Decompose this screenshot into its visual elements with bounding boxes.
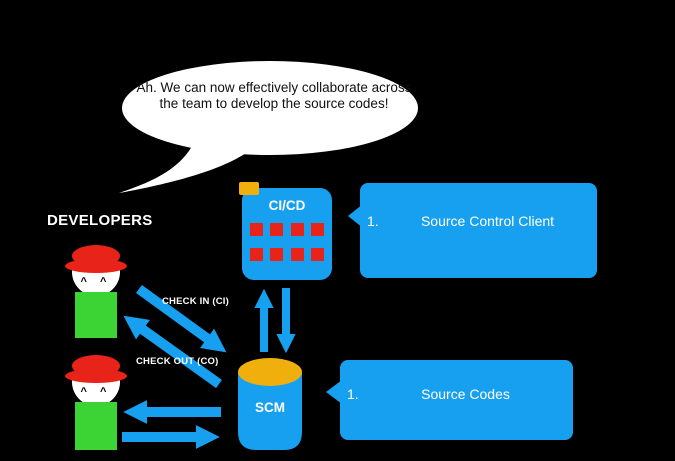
developer-hat-brim: [65, 259, 127, 273]
check-out-label: CHECK OUT (CO): [136, 356, 219, 367]
scm-cylinder-top: [238, 358, 302, 386]
scm-label: SCM: [255, 400, 285, 415]
callout-tail-source-codes: [326, 380, 342, 404]
developer-figure-1: [65, 245, 127, 338]
check-in-arrow: [136, 284, 227, 353]
indicator-square: [250, 223, 263, 236]
callout-source-codes: 1. Source Codes: [340, 360, 573, 440]
callout-label: Source Codes: [421, 386, 510, 402]
cicd-box: CI/CD: [242, 188, 332, 280]
developer-eyes: ^ ^: [80, 386, 112, 398]
indicator-square: [270, 248, 284, 261]
scm-cylinder-body: [238, 372, 302, 450]
callout-tail-source-control-client: [348, 204, 363, 228]
speech-bubble-text: Ah. We can now effectively collaborate a…: [136, 80, 412, 111]
indicator-square: [270, 223, 284, 236]
check-out-arrow: [123, 315, 222, 389]
callout-label: Source Control Client: [420, 213, 555, 229]
developer-body: [75, 402, 117, 450]
developer-body: [75, 292, 117, 338]
cicd-corner-tab: [239, 182, 259, 195]
indicator-square: [290, 248, 304, 261]
cicd-title: CI/CD: [268, 198, 306, 213]
callout-source-control-client: 1. Source Control Client: [360, 183, 597, 278]
check-in-label: CHECK IN (CI): [162, 296, 229, 307]
indicator-square: [290, 223, 304, 236]
indicator-square: [250, 248, 263, 261]
indicator-square: [310, 223, 324, 236]
developer-eyes: ^ ^: [80, 276, 112, 288]
indicator-square: [310, 248, 324, 261]
speech-bubble: [119, 61, 418, 193]
callout-number: 1.: [367, 213, 379, 229]
scm-cylinder: [238, 358, 302, 450]
developer-hat-brim: [65, 369, 127, 383]
developer-figure-2: [65, 355, 127, 450]
developers-label: DEVELOPERS: [47, 212, 153, 229]
cicd-indicator-grid: [250, 223, 324, 261]
callout-number: 1.: [347, 386, 359, 402]
speech-bubble-body: [122, 61, 418, 155]
